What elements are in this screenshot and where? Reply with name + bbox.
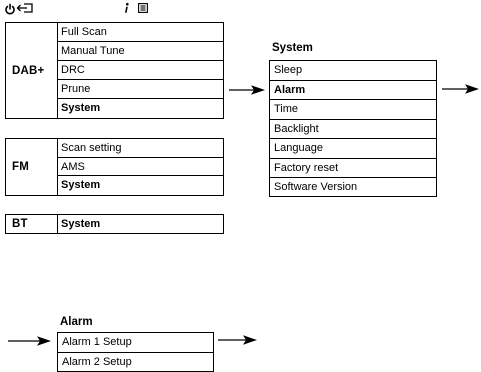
dab-item-full-scan[interactable]: Full Scan [58, 23, 223, 42]
arrow-from-system-menu [8, 336, 51, 346]
system-item-alarm[interactable]: Alarm [270, 81, 436, 100]
dab-menu-table: DAB+ Full Scan Manual Tune DRC Prune Sys… [5, 22, 224, 119]
bt-label: BT [6, 215, 58, 233]
dab-item-system[interactable]: System [61, 102, 101, 114]
arrow-to-alarm-setup [218, 335, 257, 345]
power-icon [5, 3, 15, 15]
bt-item-system[interactable]: System [61, 218, 101, 230]
system-menu-title: System [272, 42, 313, 54]
menu-icon [138, 3, 148, 13]
system-menu-list: Sleep Alarm Time Backlight Language Fact… [269, 60, 437, 197]
fm-item-system[interactable]: System [61, 179, 101, 192]
alarm-item-2-setup[interactable]: Alarm 2 Setup [62, 355, 132, 368]
fm-item-ams[interactable]: AMS [58, 158, 223, 177]
bt-menu-table: BT System [5, 214, 224, 234]
info-icon [125, 2, 129, 13]
dab-label: DAB+ [6, 23, 58, 118]
alarm-menu-list: Alarm 1 Setup Alarm 2 Setup [57, 332, 214, 372]
fm-label: FM [6, 139, 58, 195]
back-icon [16, 3, 33, 13]
system-item-backlight[interactable]: Backlight [270, 120, 436, 139]
system-item-factory-reset[interactable]: Factory reset [270, 159, 436, 178]
alarm-item-1-setup[interactable]: Alarm 1 Setup [58, 333, 213, 353]
system-item-sleep[interactable]: Sleep [270, 61, 436, 81]
dab-item-drc[interactable]: DRC [58, 61, 223, 80]
system-item-software-version[interactable]: Software Version [274, 181, 358, 193]
arrow-to-alarm-menu [442, 84, 479, 94]
fm-item-scan-setting[interactable]: Scan setting [58, 139, 223, 158]
dab-item-prune[interactable]: Prune [58, 80, 223, 99]
system-item-language[interactable]: Language [270, 139, 436, 159]
dab-item-manual-tune[interactable]: Manual Tune [58, 42, 223, 61]
arrow-to-system-menu [229, 85, 265, 95]
alarm-menu-title: Alarm [60, 316, 93, 328]
system-item-time[interactable]: Time [270, 100, 436, 120]
fm-menu-table: FM Scan setting AMS System [5, 138, 224, 196]
